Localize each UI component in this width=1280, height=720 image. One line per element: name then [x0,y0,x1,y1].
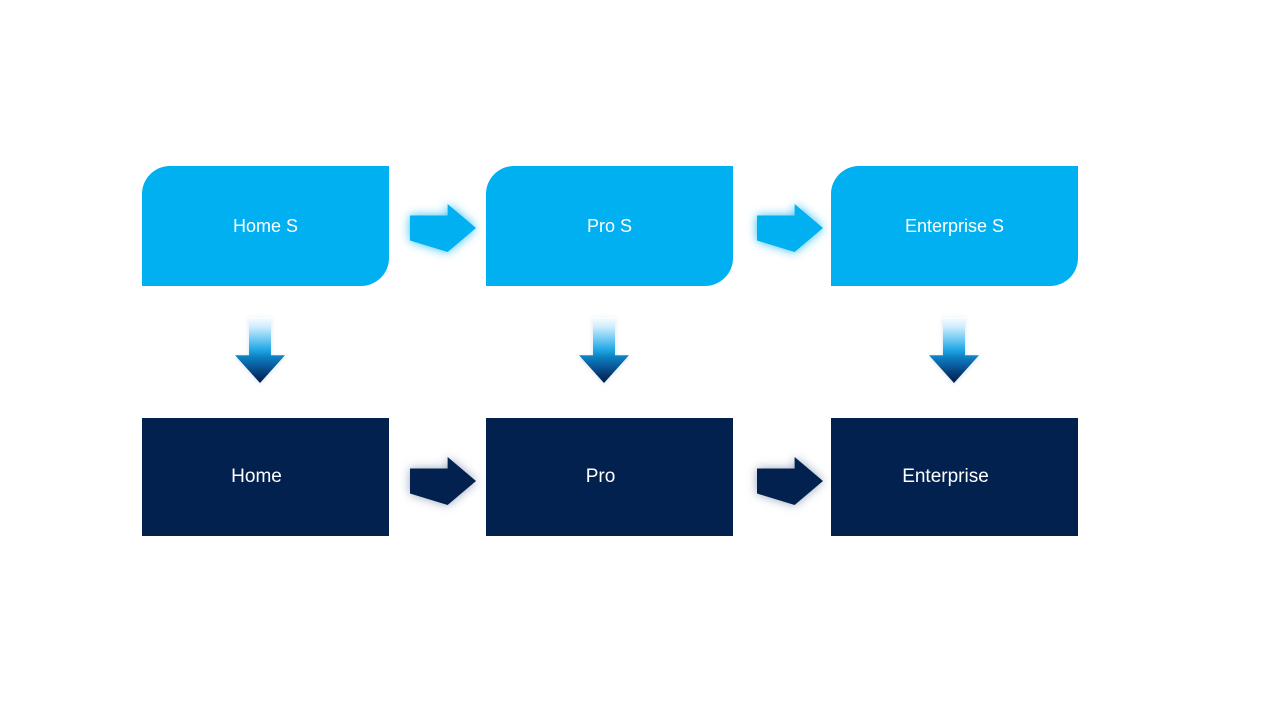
node-label: Enterprise [902,466,989,487]
node-label: Home S [232,215,299,236]
node-label: Enterprise S [904,215,1005,236]
node-enterprise-s: Enterprise S [831,166,1078,286]
node-enterprise: Enterprise [831,418,1078,536]
arrow-shape [579,317,629,383]
arrow-shape [757,204,823,252]
arrow-shape [757,457,823,505]
arrow-shape [410,204,476,252]
node-label: Pro [585,466,616,487]
arrow-right-icon [757,204,823,252]
arrow-shape [235,317,285,383]
arrow-down-icon [929,317,979,383]
arrow-right-icon [410,457,476,505]
arrow-shape [410,457,476,505]
arrow-down-icon [579,317,629,383]
arrow-right-icon [410,204,476,252]
node-pro: Pro [486,418,733,536]
node-label: Home [231,466,282,487]
node-label: Pro S [586,215,633,236]
node-pro-s: Pro S [486,166,733,286]
arrow-shape [929,317,979,383]
node-home-s: Home S [142,166,389,286]
arrow-right-icon [757,457,823,505]
arrow-down-icon [235,317,285,383]
node-home: Home [142,418,389,536]
